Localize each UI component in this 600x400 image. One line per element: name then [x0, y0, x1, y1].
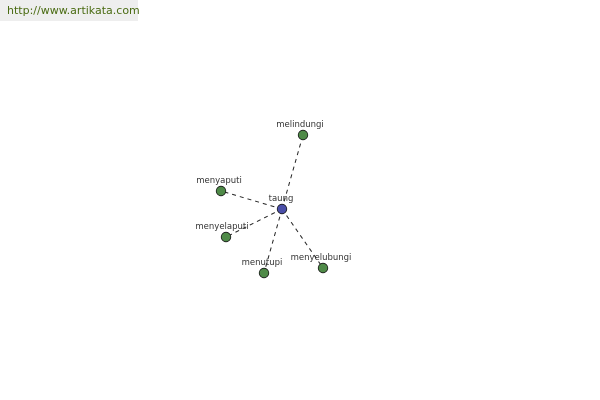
source-link[interactable]: http://www.artikata.com	[7, 4, 140, 17]
node-label-menyelaputi: menyelaputi	[195, 222, 248, 232]
node-melindungi[interactable]	[297, 129, 309, 141]
node-menutupi[interactable]	[258, 267, 270, 279]
edge-group	[220, 134, 324, 274]
node-label-taung: taung	[269, 194, 294, 204]
edge-taung-menyelaputi	[225, 208, 283, 238]
node-label-melindungi: melindungi	[276, 120, 324, 130]
node-menyelubungi[interactable]	[317, 262, 329, 274]
node-label-menyelubungi: menyelubungi	[291, 253, 352, 263]
edge-taung-menutupi	[263, 208, 283, 274]
edge-taung-menyaputi	[220, 190, 283, 210]
node-group: melindungi menyaputi menyelaputi menutupi me…	[195, 120, 352, 279]
edge-taung-melindungi	[281, 134, 304, 210]
node-label-menyaputi: menyaputi	[196, 176, 242, 186]
edge-taung-menyelubungi	[281, 208, 324, 269]
node-menyelaputi[interactable]	[220, 231, 232, 243]
node-label-menutupi: menutupi	[242, 258, 283, 268]
center-node-taung[interactable]	[276, 203, 288, 215]
source-bar: http://www.artikata.com	[0, 0, 140, 21]
node-menyaputi[interactable]	[215, 185, 227, 197]
